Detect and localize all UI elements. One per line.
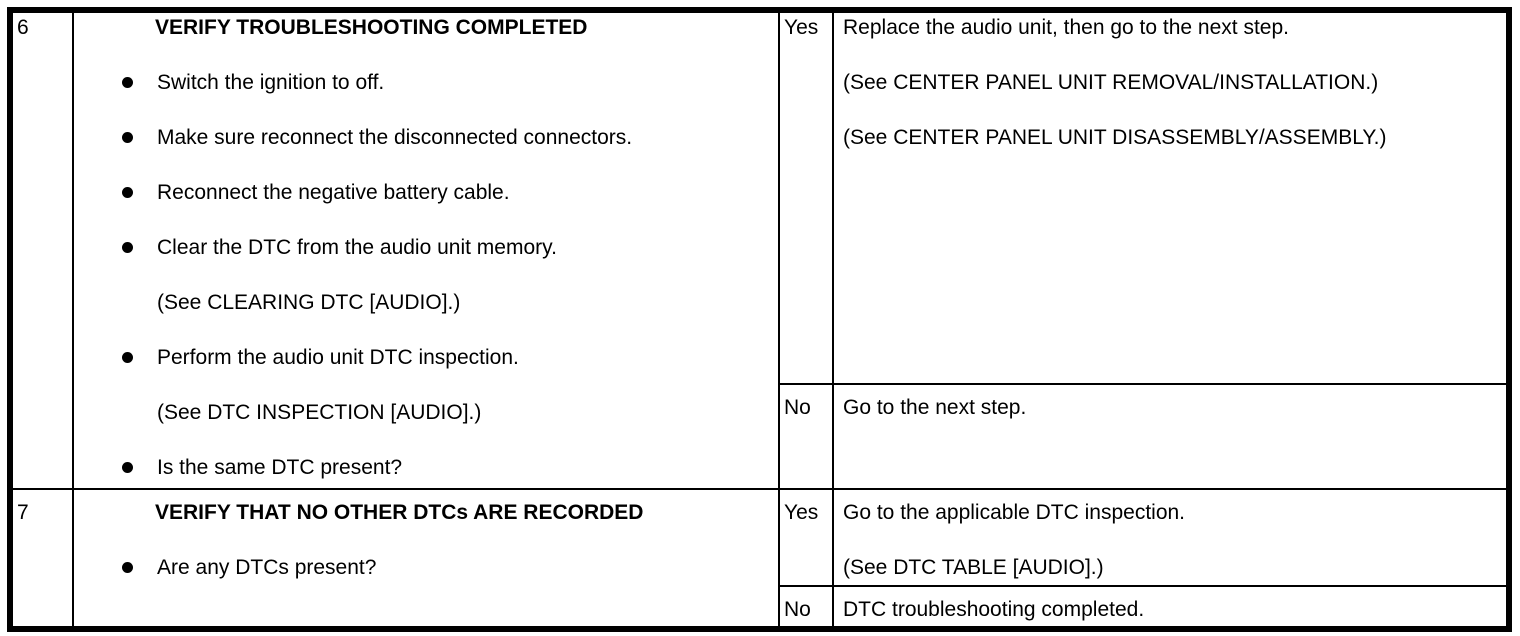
result-column: Yes Replace the audio unit, then go to t… xyxy=(780,13,1506,488)
no-label: No xyxy=(784,396,811,419)
yes-label: Yes xyxy=(784,501,819,524)
bullet-item-text: Is the same DTC present? xyxy=(157,456,403,479)
action-line: Go to the applicable DTC inspection. xyxy=(843,501,1186,524)
yes-label: Yes xyxy=(784,16,819,39)
troubleshooting-table: 6 VERIFY TROUBLESHOOTING COMPLETED Switc… xyxy=(7,7,1512,632)
no-branch-row: No Go to the next step. xyxy=(780,385,1506,488)
no-label: No xyxy=(784,598,811,621)
yes-action-cell: Replace the audio unit, then go to the n… xyxy=(834,13,1506,383)
reference-line: (See DTC INSPECTION [AUDIO].) xyxy=(157,401,482,424)
no-cell: No xyxy=(780,385,834,488)
yes-branch-row: Yes Go to the applicable DTC inspection.… xyxy=(780,490,1506,587)
table-row-step-7: 7 VERIFY THAT NO OTHER DTCs ARE RECORDED… xyxy=(13,490,1506,626)
step-number: 7 xyxy=(17,501,29,524)
reference-line: (See DTC TABLE [AUDIO].) xyxy=(843,556,1104,579)
bullet-item: Perform the audio unit DTC inspection. xyxy=(74,343,778,398)
no-action-cell: Go to the next step. xyxy=(834,385,1506,488)
bullet-icon xyxy=(122,187,133,198)
no-branch-row: No DTC troubleshooting completed. xyxy=(780,587,1506,626)
step-cell: 7 xyxy=(13,490,74,626)
action-line: Go to the next step. xyxy=(843,396,1027,419)
yes-branch-row: Yes Replace the audio unit, then go to t… xyxy=(780,13,1506,385)
reference-line: (See CENTER PANEL UNIT DISASSEMBLY/ASSEM… xyxy=(843,126,1387,149)
yes-cell: Yes xyxy=(780,490,834,585)
reference-line: (See CLEARING DTC [AUDIO].) xyxy=(157,291,461,314)
bullet-item: Clear the DTC from the audio unit memory… xyxy=(74,233,778,288)
step-number: 6 xyxy=(17,16,29,39)
no-cell: No xyxy=(780,587,834,626)
action-line: DTC troubleshooting completed. xyxy=(843,598,1145,621)
bullet-icon xyxy=(122,462,133,473)
bullet-item-text: Perform the audio unit DTC inspection. xyxy=(157,346,519,369)
step-cell: 6 xyxy=(13,13,74,488)
action-line: Replace the audio unit, then go to the n… xyxy=(843,16,1289,39)
bullet-item: Is the same DTC present? xyxy=(74,453,778,488)
bullet-icon xyxy=(122,77,133,88)
table-row-step-6: 6 VERIFY TROUBLESHOOTING COMPLETED Switc… xyxy=(13,13,1506,490)
bullet-item-text: Reconnect the negative battery cable. xyxy=(157,181,510,204)
procedure-cell: VERIFY TROUBLESHOOTING COMPLETED Switch … xyxy=(74,13,780,488)
bullet-item-text: Make sure reconnect the disconnected con… xyxy=(157,126,633,149)
bullet-item-text: Switch the ignition to off. xyxy=(157,71,385,94)
bullet-item: Reconnect the negative battery cable. xyxy=(74,178,778,233)
yes-action-cell: Go to the applicable DTC inspection. (Se… xyxy=(834,490,1506,585)
bullet-item-text: Clear the DTC from the audio unit memory… xyxy=(157,236,557,259)
bullet-item: Are any DTCs present? xyxy=(74,553,778,608)
bullet-icon xyxy=(122,132,133,143)
procedure-title: VERIFY TROUBLESHOOTING COMPLETED xyxy=(155,16,588,39)
yes-cell: Yes xyxy=(780,13,834,383)
bullet-item: Switch the ignition to off. xyxy=(74,68,778,123)
procedure-cell: VERIFY THAT NO OTHER DTCs ARE RECORDED A… xyxy=(74,490,780,626)
bullet-item-text: Are any DTCs present? xyxy=(157,556,377,579)
bullet-item: Make sure reconnect the disconnected con… xyxy=(74,123,778,178)
procedure-title: VERIFY THAT NO OTHER DTCs ARE RECORDED xyxy=(155,501,644,524)
bullet-icon xyxy=(122,352,133,363)
reference-line: (See CENTER PANEL UNIT REMOVAL/INSTALLAT… xyxy=(843,71,1379,94)
bullet-icon xyxy=(122,242,133,253)
no-action-cell: DTC troubleshooting completed. xyxy=(834,587,1506,626)
bullet-icon xyxy=(122,562,133,573)
result-column: Yes Go to the applicable DTC inspection.… xyxy=(780,490,1506,626)
